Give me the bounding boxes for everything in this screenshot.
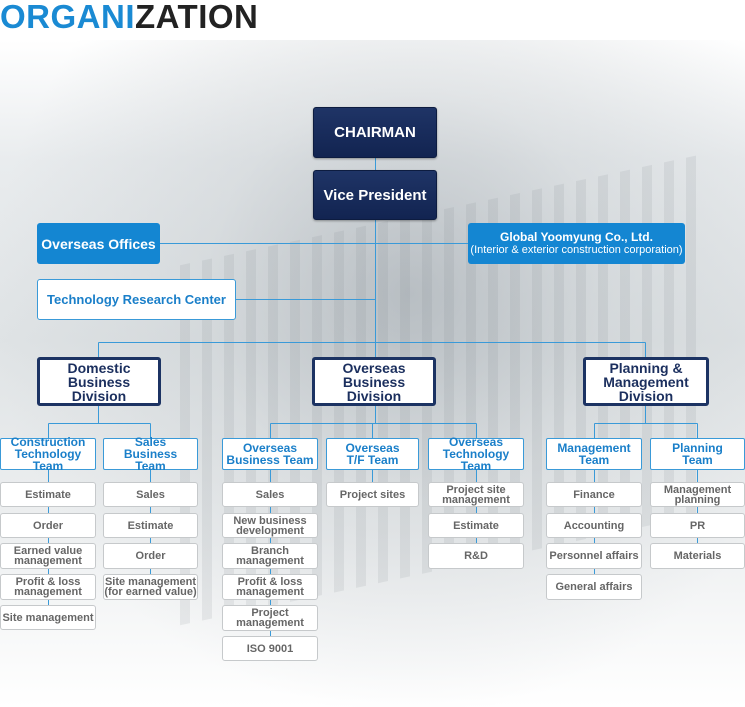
list-item-label: Site management (for earned value) [104, 576, 197, 598]
list-item-label: Order [135, 550, 166, 562]
global-yoomyung-box: Global Yoomyung Co., Ltd. (Interior & ex… [468, 223, 685, 264]
list-item-label: Estimate [25, 488, 71, 501]
list-item: Estimate [428, 513, 524, 538]
list-item: R&D [428, 543, 524, 569]
list-item: Site management [0, 605, 96, 630]
sales-business-team-box: Sales Business Team [103, 435, 198, 473]
list-item-label: Personnel affairs [549, 550, 639, 562]
list-item: Personnel affairs [546, 543, 642, 569]
management-team-box: Management Team [546, 438, 642, 470]
list-item-label: ISO 9001 [246, 642, 294, 655]
list-item-label: Materials [673, 550, 722, 562]
overseas-offices-box: Overseas Offices [37, 223, 160, 264]
team-label: Construction Technology Team [10, 435, 86, 473]
overseas-division-box: Overseas Business Division [312, 357, 436, 406]
list-item: Estimate [0, 482, 96, 507]
list-item: Branch management [222, 543, 318, 569]
list-item: Project management [222, 605, 318, 631]
list-item: PR [650, 513, 745, 538]
list-item: Site management (for earned value) [103, 574, 198, 600]
page-title-rest: ZATION [135, 0, 259, 35]
list-item-label: Project sites [339, 488, 406, 501]
list-item-label: Profit & loss management [236, 576, 304, 598]
list-item-label: Project site management [442, 483, 510, 506]
vice-president-label: Vice President [323, 186, 427, 204]
list-item-label: Site management [2, 611, 94, 624]
list-item: Estimate [103, 513, 198, 538]
list-item: Sales [222, 482, 318, 507]
planning-team-box: Planning Team [650, 438, 745, 470]
list-item-label: New business development [233, 514, 307, 537]
page-title-accent: ORGANI [0, 0, 135, 35]
team-label: Overseas Technology Team [442, 435, 510, 473]
list-item-label: Finance [573, 488, 615, 501]
list-item-label: Order [33, 519, 63, 532]
domestic-division-label: Domestic Business Division [67, 359, 131, 404]
list-item-label: Estimate [127, 519, 174, 532]
list-item: Profit & loss management [222, 574, 318, 600]
overseas-tf-team-box: Overseas T/F Team [326, 438, 419, 470]
list-item-label: Management planning [663, 483, 732, 506]
list-item: Order [0, 513, 96, 538]
list-item-label: PR [689, 519, 706, 532]
tech-research-center-box: Technology Research Center [37, 279, 236, 320]
global-yoomyung-desc: (Interior & exterior construction corpor… [470, 244, 683, 256]
list-item: New business development [222, 513, 318, 538]
list-item: Materials [650, 543, 745, 569]
vice-president-box: Vice President [313, 170, 437, 220]
list-item: Profit & loss management [0, 574, 96, 600]
overseas-offices-label: Overseas Offices [41, 235, 156, 252]
chairman-box: CHAIRMAN [313, 107, 437, 158]
list-item: ISO 9001 [222, 636, 318, 661]
list-item-label: General affairs [555, 581, 633, 593]
construction-tech-team-box: Construction Technology Team [0, 435, 96, 473]
planning-division-label: Planning & Management Division [603, 359, 689, 404]
team-label: Management Team [557, 441, 631, 467]
list-item: Accounting [546, 513, 642, 538]
tech-research-center-label: Technology Research Center [47, 292, 226, 307]
chairman-label: CHAIRMAN [334, 124, 416, 141]
domestic-division-box: Domestic Business Division [37, 357, 161, 406]
list-item-label: Accounting [563, 519, 625, 532]
list-item-label: Sales [136, 488, 165, 501]
list-item-label: Project management [236, 607, 304, 629]
planning-division-box: Planning & Management Division [583, 357, 709, 406]
page-title: ORGANIZATION [0, 0, 258, 34]
global-yoomyung-name: Global Yoomyung Co., Ltd. [500, 230, 653, 244]
team-label: Sales Business Team [123, 435, 178, 473]
team-label: Planning Team [672, 441, 723, 467]
list-item-label: R&D [464, 550, 488, 562]
overseas-division-label: Overseas Business Division [342, 359, 406, 404]
overseas-business-team-box: Overseas Business Team [222, 438, 318, 470]
list-item: Management planning [650, 482, 745, 507]
list-item: Earned value management [0, 543, 96, 569]
list-item: General affairs [546, 574, 642, 600]
list-item-label: Branch management [236, 545, 304, 567]
list-item-label: Sales [255, 488, 285, 501]
team-label: Overseas Business Team [226, 441, 314, 467]
list-item: Project site management [428, 482, 524, 507]
list-item: Sales [103, 482, 198, 507]
list-item-label: Earned value management [13, 545, 83, 567]
list-item-label: Profit & loss management [14, 576, 82, 598]
overseas-tech-team-box: Overseas Technology Team [428, 435, 524, 473]
list-item: Project sites [326, 482, 419, 507]
list-item: Order [103, 543, 198, 569]
team-label: Overseas T/F Team [345, 441, 400, 467]
list-item-label: Estimate [453, 519, 499, 532]
list-item: Finance [546, 482, 642, 507]
